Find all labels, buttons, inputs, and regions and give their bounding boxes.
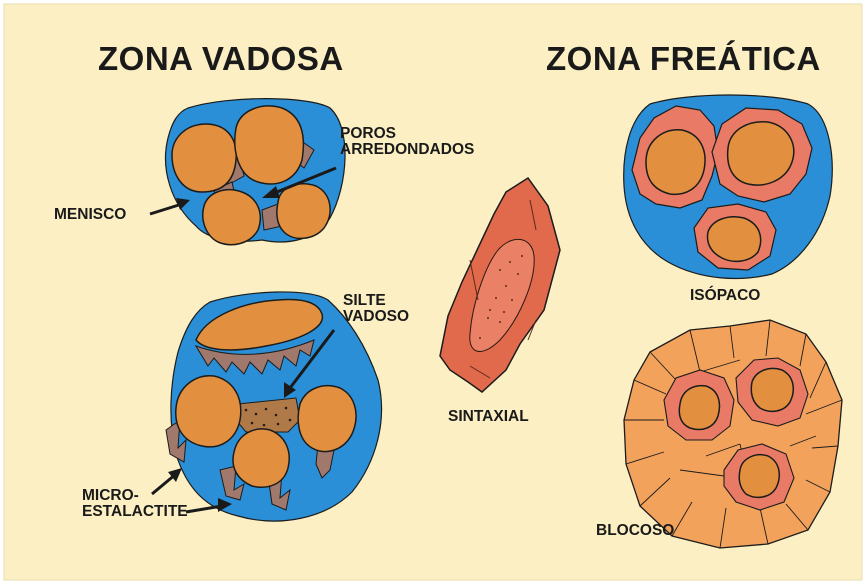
label-blocoso: BLOCOSO [596,523,674,539]
label-menisco: MENISCO [54,207,126,223]
label-sintaxial: SINTAXIAL [448,409,529,425]
phreatic-blocky-figure [624,320,842,548]
label-micro-estalactite: MICRO- ESTALACTITE [82,488,188,521]
vadose-silt [236,398,300,432]
vadose-meniscus-figure [166,99,346,245]
phreatic-isopachous-figure [624,95,832,278]
label-silte-vadoso: SILTE VADOSO [343,293,409,326]
title-zona-freatica: ZONA FREÁTICA [546,42,821,77]
label-isopaco: ISÓPACO [690,288,760,304]
vadose-microstalactite-figure [166,292,382,521]
label-poros-arredondados: POROS ARREDONDADOS [340,126,474,159]
title-zona-vadosa: ZONA VADOSA [98,42,344,77]
blocky-cement-mosaic [624,320,842,548]
